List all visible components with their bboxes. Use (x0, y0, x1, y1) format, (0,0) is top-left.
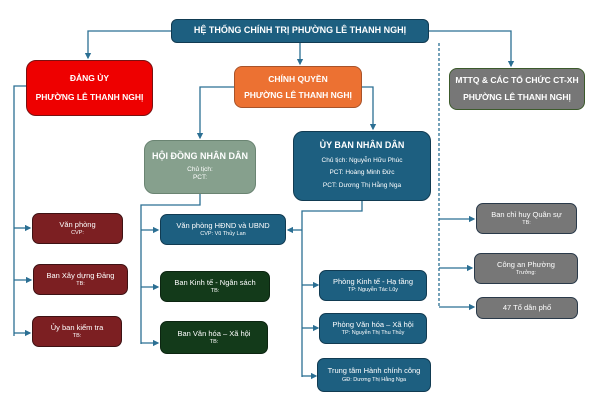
unit-name: Phòng Kinh tế - Hạ tầng (332, 276, 414, 286)
connector-dangu-bus (13, 85, 26, 336)
unit-box-van-phong-hdnd-ubnd: Văn phòng HĐND và UBND CVP: Vũ Thủy Lan (160, 214, 286, 245)
unit-head: Trưởng: (516, 270, 536, 277)
unit-head: TB: (72, 333, 82, 340)
unit-box-47-to-dan-pho: 47 Tổ dân phố (476, 297, 578, 319)
unit-box-cong-an-phuong: Công an Phường Trưởng: (474, 253, 578, 284)
unit-box-van-phong-dang-uy: Văn phòng CVP: (32, 213, 123, 244)
hdnd-chair: Chủ tịch: (187, 165, 213, 173)
root-title: HỆ THỐNG CHÍNH TRỊ PHƯỜNG LÊ THANH NGHỊ (193, 25, 407, 36)
unit-box-phong-kinh-te-ha-tang: Phòng Kinh tế - Hạ tầng TP: Nguyễn Tác L… (319, 270, 427, 301)
unit-name: Ban chỉ huy Quân sự (491, 209, 562, 219)
ubnd-box: ỦY BAN NHÂN DÂN Chủ tịch: Nguyễn Hữu Phú… (293, 131, 431, 201)
connector-hdnd-bus (140, 194, 201, 344)
unit-head: TP: Nguyễn Thị Thu Thủy (341, 330, 405, 337)
unit-head: CVP: Vũ Thủy Lan (200, 231, 246, 238)
unit-name: Phòng Văn hóa – Xã hội (332, 319, 414, 329)
unit-head: TP: Nguyễn Tác Lũy (347, 287, 399, 294)
unit-box-phong-van-hoa-xa-hoi: Phòng Văn hóa – Xã hội TP: Nguyễn Thị Th… (319, 313, 427, 344)
dang-uy-line2: PHƯỜNG LÊ THANH NGHỊ (35, 92, 144, 102)
connector-cq-ubnd (362, 86, 377, 131)
unit-head: TB: (76, 281, 85, 288)
chinh-quyen-line2: PHƯỜNG LÊ THANH NGHỊ (244, 89, 352, 100)
unit-name: Ban Văn hóa – Xã hội (177, 328, 251, 338)
unit-name: Trung tâm Hành chính công (327, 366, 421, 376)
hdnd-vice: PCT: (192, 174, 208, 182)
unit-name: Văn phòng HĐND và UBND (176, 220, 270, 230)
mttq-box: MTTQ & CÁC TỔ CHỨC CT-XH PHƯỜNG LÊ THANH… (449, 68, 585, 110)
ubnd-chair: Chủ tịch: Nguyễn Hữu Phúc (321, 157, 403, 165)
unit-box-ban-xay-dung-dang: Ban Xây dựng Đảng TB: (33, 264, 128, 295)
dang-uy-line1: ĐẢNG ỦY (69, 73, 110, 84)
dang-uy-box: ĐẢNG ỦY PHƯỜNG LÊ THANH NGHỊ (26, 60, 153, 116)
hdnd-title: HỘI ĐỒNG NHÂN DÂN (152, 151, 248, 162)
unit-name: Ban Kinh tế - Ngân sách (174, 277, 256, 287)
mttq-line1: MTTQ & CÁC TỔ CHỨC CT-XH (455, 75, 579, 86)
unit-head: TB: (522, 220, 531, 227)
unit-head: CVP: (71, 230, 84, 237)
unit-head: GĐ: Dương Thị Hằng Nga (341, 376, 407, 383)
unit-box-ban-van-hoa-xa-hoi: Ban Văn hóa – Xã hội TB: (160, 321, 268, 354)
ubnd-title: ỦY BAN NHÂN DÂN (319, 139, 405, 150)
mttq-line2: PHƯỜNG LÊ THANH NGHỊ (463, 92, 571, 102)
unit-head: TB: (210, 288, 220, 295)
unit-name: Văn phòng (59, 219, 96, 229)
unit-name: Công an Phường (497, 259, 555, 269)
unit-head: TB: (209, 339, 219, 346)
unit-box-ban-chi-huy-quan-su: Ban chỉ huy Quân sự TB: (476, 203, 577, 234)
ubnd-vice-1: PCT: Hoàng Minh Đức (329, 169, 395, 177)
unit-name: Ban Xây dựng Đảng (46, 270, 115, 280)
unit-box-ban-kinh-te-ngan-sach: Ban Kinh tế - Ngân sách TB: (160, 271, 270, 302)
chinh-quyen-box: CHÍNH QUYỀN PHƯỜNG LÊ THANH NGHỊ (234, 66, 362, 108)
ubnd-vice-2: PCT: Dương Thị Hằng Nga (322, 181, 402, 189)
unit-name: 47 Tổ dân phố (502, 303, 552, 313)
root-title-box: HỆ THỐNG CHÍNH TRỊ PHƯỜNG LÊ THANH NGHỊ (171, 19, 429, 43)
hdnd-box: HỘI ĐỒNG NHÂN DÂN Chủ tịch: PCT: (144, 140, 256, 194)
connector-top-mttq (429, 30, 515, 68)
chinh-quyen-line1: CHÍNH QUYỀN (268, 73, 328, 84)
connector-ubnd-bus (301, 201, 363, 377)
connector-top-dangu (84, 30, 171, 60)
unit-name: Ủy ban kiểm tra (50, 322, 104, 332)
unit-box-uy-ban-kiem-tra: Ủy ban kiểm tra TB: (32, 316, 122, 347)
unit-box-trung-tam-hanh-chinh-cong: Trung tâm Hành chính công GĐ: Dương Thị … (317, 358, 431, 392)
connector-cq-hdnd (196, 86, 234, 140)
